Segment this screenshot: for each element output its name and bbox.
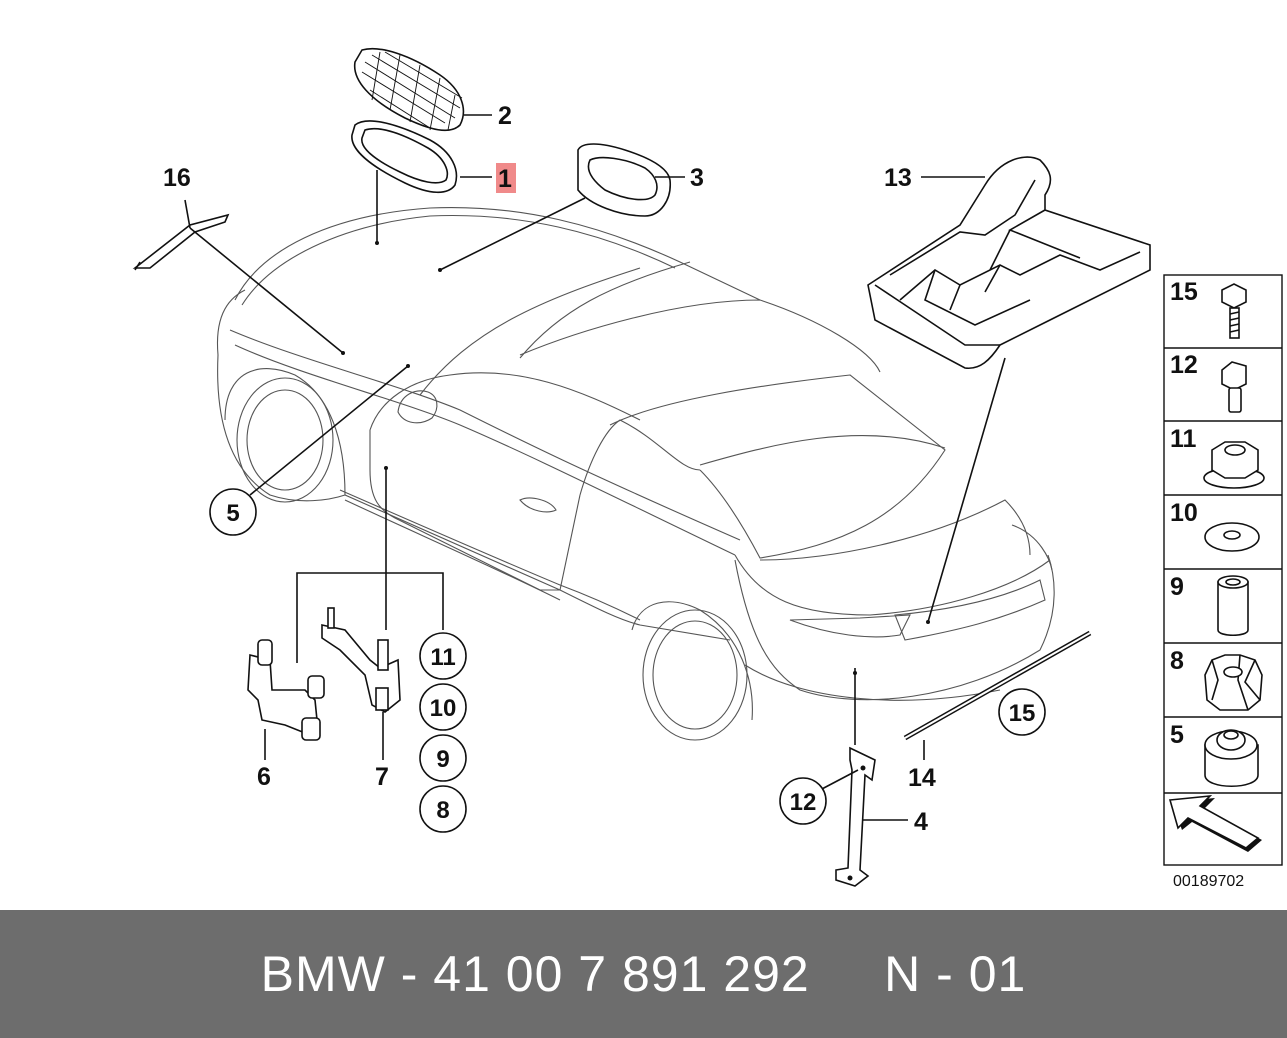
callout-13: 13 [884, 164, 912, 192]
rubber-buffer-icon [1204, 654, 1263, 711]
callout-5: 5 [226, 500, 239, 527]
legend-row: 10 [1170, 499, 1260, 552]
legend-label: 12 [1170, 351, 1198, 379]
legend-row: 8 [1170, 647, 1263, 711]
callout-6: 6 [257, 763, 271, 791]
callout-11: 11 [430, 644, 455, 671]
circled-callout-11: 11 [419, 632, 467, 680]
bezel-part [577, 143, 671, 217]
legend-label: 15 [1170, 278, 1198, 306]
part-number-caption: BMW - 41 00 7 891 292 N - 01 [260, 946, 1027, 1002]
footer-bar: BMW - 41 00 7 891 292 N - 01 [0, 910, 1287, 1038]
legend-row: 12 [1170, 351, 1247, 413]
callout-7: 7 [375, 763, 389, 791]
callout-1: 1 [498, 165, 512, 193]
callout-9: 9 [436, 746, 449, 773]
legend-label: 5 [1170, 721, 1184, 749]
grille-part [353, 47, 465, 132]
circled-callout-9: 9 [419, 734, 467, 782]
callout-14: 14 [908, 764, 936, 792]
circled-callout-8: 8 [419, 785, 467, 833]
callout-16: 16 [163, 164, 191, 192]
leader-lines [189, 114, 1006, 821]
bracket-6-part [247, 639, 325, 741]
callout-2: 2 [498, 102, 512, 130]
legend-label: 9 [1170, 573, 1184, 601]
trim-frame-part [351, 120, 458, 194]
figure-number: 00189702 [1173, 873, 1244, 890]
bushing-icon [1204, 729, 1259, 788]
spacer-sleeve-icon [1217, 575, 1249, 637]
callout-15: 15 [1009, 700, 1036, 727]
callout-4: 4 [914, 808, 928, 836]
bracket-7-part [321, 607, 401, 713]
strut-part [835, 746, 876, 887]
callout-10: 10 [430, 695, 457, 722]
direction-arrow-icon [1168, 794, 1262, 852]
callout-12: 12 [790, 789, 817, 816]
circled-callout-5: 5 [209, 488, 257, 536]
nut-icon [1203, 441, 1265, 489]
callout-8: 8 [436, 797, 449, 824]
circled-callout-10: 10 [419, 683, 467, 731]
bolt-icon [1221, 361, 1247, 413]
legend-row: 15 [1170, 278, 1247, 339]
parts-diagram: 1 2 3 16 13 6 7 4 14 5 11 10 9 8 12 15 [132, 47, 1283, 890]
legend-label: 11 [1170, 425, 1197, 453]
leader-dots [341, 241, 930, 675]
legend-row: 11 [1170, 425, 1265, 489]
legend-row: 9 [1170, 573, 1249, 637]
bracket-16-part [132, 199, 230, 271]
legend-row: 5 [1170, 721, 1259, 788]
circled-callout-15: 15 [998, 688, 1046, 736]
highlight-box [496, 163, 516, 193]
legend-label: 10 [1170, 499, 1198, 527]
screw-icon [1221, 283, 1247, 339]
strip-part [903, 630, 1092, 741]
circled-callout-12: 12 [779, 777, 827, 825]
legend-label: 8 [1170, 647, 1184, 675]
washer-icon [1204, 522, 1260, 552]
legend-panel: 15 12 11 10 [1163, 274, 1283, 866]
callout-3: 3 [690, 164, 704, 192]
storage-tray-part [867, 156, 1151, 370]
car-outline [216, 207, 1055, 741]
